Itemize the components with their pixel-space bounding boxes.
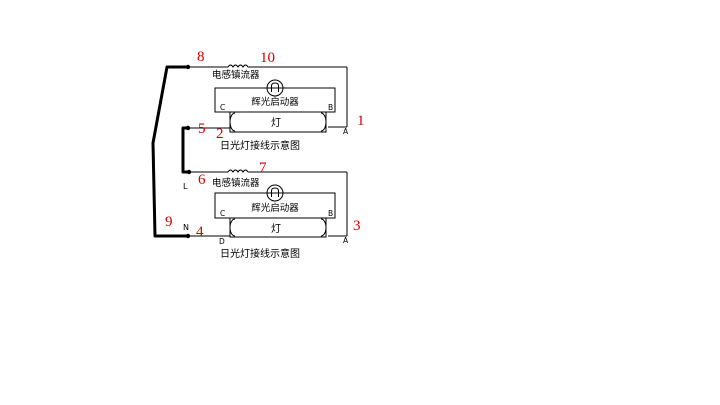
circuit-bottom: 辉光启动器 灯 电感镇流器 C B A D 日光灯接线示意图 [188,169,349,260]
lamp-filament-right [320,112,327,132]
number-4: 4 [196,224,204,240]
starter-label: 辉光启动器 [251,202,299,214]
number-9: 9 [165,214,173,230]
lamp-filament-left [229,218,236,237]
diagram-caption: 日光灯接线示意图 [220,139,300,152]
number-1: 1 [357,113,365,129]
pin-a-label: A [343,127,349,136]
pin-b-label: B [328,103,333,112]
ballast-label: 电感镇流器 [212,69,260,81]
number-7: 7 [259,160,267,176]
pin-c-label: C [220,209,225,218]
circuit-top: 辉光启动器 灯 电感镇流器 C B A 日光灯接线示意图 [188,64,349,152]
terminal-numbers: 8 10 1 5 2 7 6 3 9 4 [165,49,365,240]
lamp-label: 灯 [271,117,281,129]
starter-bulb-icon [266,184,284,202]
pin-c-label: C [220,103,225,112]
number-3: 3 [353,218,361,234]
number-5: 5 [198,121,206,137]
number-10: 10 [260,50,275,66]
inductor-coil-icon [227,169,249,173]
inductor-coil-icon [227,64,249,68]
starter-label: 辉光启动器 [251,96,299,108]
pin-a-label: A [343,236,349,245]
neutral-label: N [183,223,189,232]
pin-d-label: D [219,237,225,246]
lamp-filament-left [229,112,236,132]
thick-wire-link [181,126,189,174]
thick-wire-switch [151,65,188,238]
lamp-filament-right [320,218,327,237]
ballast-label: 电感镇流器 [212,177,260,189]
diagram-caption: 日光灯接线示意图 [220,247,300,260]
number-8: 8 [197,49,205,65]
line-label: L [183,182,188,191]
pin-b-label: B [328,209,333,218]
lamp-label: 灯 [271,223,281,235]
number-6: 6 [198,172,206,188]
starter-bulb-icon [266,79,284,97]
number-2: 2 [216,126,224,142]
